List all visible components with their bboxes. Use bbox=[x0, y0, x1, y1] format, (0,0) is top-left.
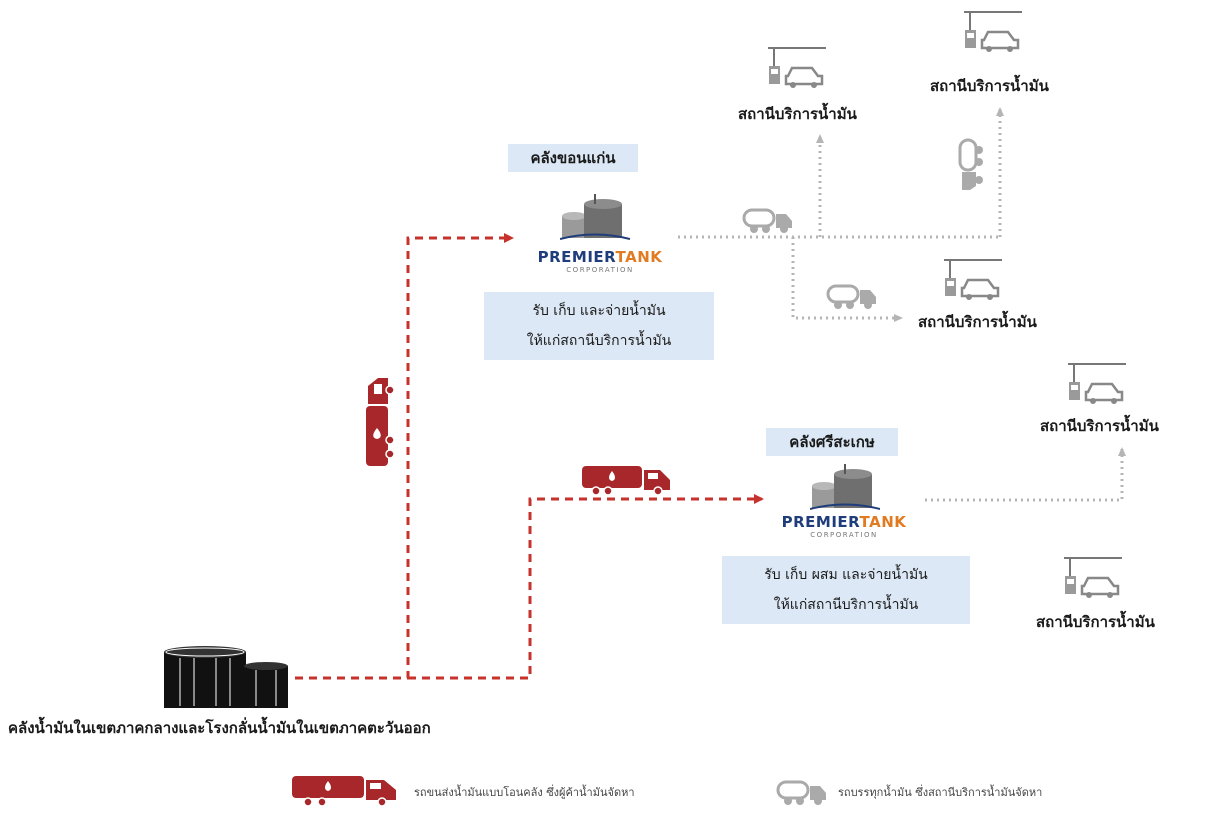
brand-name-part2: TANK bbox=[859, 513, 907, 531]
station-label: สถานีบริการน้ำมัน bbox=[1036, 613, 1155, 631]
brand-name-part1: PREMIER bbox=[781, 513, 860, 531]
delivery-routes bbox=[678, 107, 1126, 502]
fuel-station-icon bbox=[962, 10, 1024, 54]
route-to-sisaket bbox=[408, 494, 764, 680]
route-to-khonkaen bbox=[295, 233, 514, 680]
khonkaen-desc-line2: ให้แก่สถานีบริการน้ำมัน bbox=[526, 333, 672, 349]
brand-name-part2: TANK bbox=[615, 248, 663, 266]
legend-red-truck-text: รถขนส่งน้ำมันแบบโอนคลัง ซึ่งผู้ค้าน้ำมัน… bbox=[414, 786, 635, 799]
sisaket-desc-line1: รับ เก็บ ผสม และจ่ายน้ำมัน bbox=[764, 567, 928, 583]
tanker-truck-icon bbox=[954, 138, 988, 192]
oil-storage-icon bbox=[559, 192, 631, 242]
station-label: สถานีบริการน้ำมัน bbox=[1040, 417, 1159, 435]
station-label: สถานีบริการน้ำมัน bbox=[738, 105, 857, 123]
brand-subtitle: CORPORATION bbox=[810, 531, 878, 539]
legend-grey-truck-text: รถบรรทุกน้ำมัน ซึ่งสถานีบริการน้ำมันจัดห… bbox=[838, 786, 1043, 799]
khonkaen-desc-line1: รับ เก็บ และจ่ายน้ำมัน bbox=[532, 303, 666, 319]
route-ssk-station4 bbox=[925, 447, 1126, 502]
source-label: คลังน้ำมันในเขตภาคกลางและโรงกลั่นน้ำมันใ… bbox=[8, 719, 431, 737]
fuel-tank-icon bbox=[160, 642, 292, 710]
tanker-truck-icon bbox=[742, 204, 794, 234]
fuel-station-icon bbox=[1062, 556, 1124, 600]
station-label: สถานีบริการน้ำมัน bbox=[930, 77, 1049, 95]
khonkaen-description: รับ เก็บ และจ่ายน้ำมัน ให้แก่สถานีบริการ… bbox=[484, 292, 714, 360]
sisaket-depot-title: คลังศรีสะเกษ bbox=[766, 428, 898, 456]
station-label: สถานีบริการน้ำมัน bbox=[918, 313, 1037, 331]
sisaket-desc-line2: ให้แก่สถานีบริการน้ำมัน bbox=[773, 597, 919, 613]
fuel-station-icon bbox=[1066, 362, 1128, 406]
transfer-routes bbox=[295, 233, 764, 680]
sisaket-brand-logo: PREMIERTANK CORPORATION bbox=[772, 513, 916, 539]
tanker-truck-icon bbox=[360, 376, 396, 470]
brand-subtitle: CORPORATION bbox=[566, 266, 634, 274]
tanker-truck-icon bbox=[290, 772, 400, 808]
oil-storage-icon bbox=[809, 462, 881, 512]
fuel-station-icon bbox=[766, 46, 828, 90]
khonkaen-depot-title: คลังขอนแก่น bbox=[508, 144, 638, 172]
tanker-truck-icon bbox=[580, 462, 672, 496]
sisaket-description: รับ เก็บ ผสม และจ่ายน้ำมัน ให้แก่สถานีบร… bbox=[722, 556, 970, 624]
fuel-station-icon bbox=[942, 258, 1004, 302]
tanker-truck-icon bbox=[776, 776, 828, 806]
tanker-truck-icon bbox=[826, 280, 878, 310]
brand-name-part1: PREMIER bbox=[537, 248, 616, 266]
khonkaen-brand-logo: PREMIERTANK CORPORATION bbox=[528, 248, 672, 274]
